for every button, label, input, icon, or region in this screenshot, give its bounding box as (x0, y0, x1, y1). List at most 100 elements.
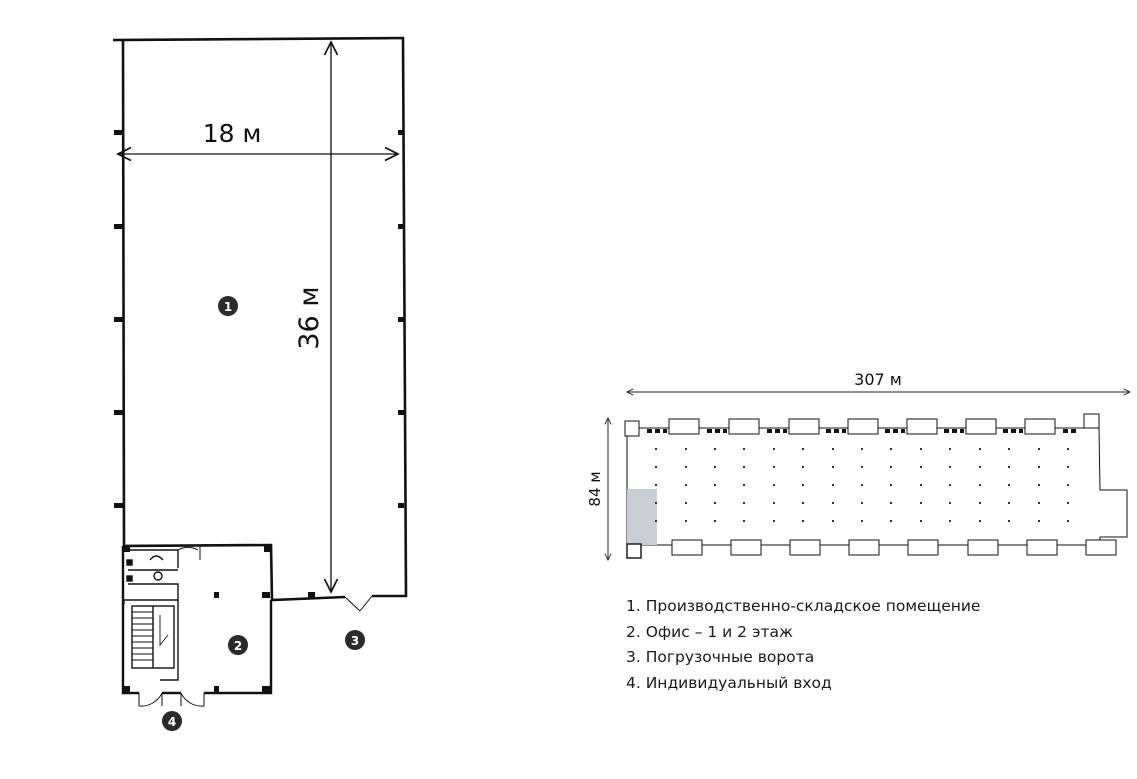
svg-text:1: 1 (224, 300, 232, 314)
bottom-gate (848, 539, 880, 556)
bottom-gate (671, 539, 703, 556)
warehouse-wall (112, 36, 408, 602)
column-dot (890, 502, 892, 504)
column-dot (685, 484, 687, 486)
top-post (715, 429, 720, 433)
column-dot (920, 466, 922, 468)
column-dot (1067, 484, 1069, 486)
column-dot (832, 448, 834, 450)
site-building-outline (626, 427, 1128, 546)
column-dot (714, 448, 716, 450)
column-dot (714, 502, 716, 504)
top-gate (906, 418, 938, 435)
column-dot (979, 448, 981, 450)
svg-text:3: 3 (351, 634, 359, 648)
legend-item-4: 4. Индивидуальный вход (626, 673, 832, 692)
top-gate (788, 418, 820, 435)
column-dot (861, 466, 863, 468)
top-post (893, 429, 898, 433)
marker-1: 1 (218, 296, 238, 316)
top-post (826, 429, 831, 433)
column-dot (1067, 502, 1069, 504)
marker-4: 4 (162, 711, 182, 731)
column-dot (802, 466, 804, 468)
site-width-label: 84 м (586, 471, 604, 506)
column-dot (1038, 502, 1040, 504)
column-dot (802, 502, 804, 504)
marker-3: 3 (345, 630, 365, 650)
legend-item-3: 3. Погрузочные ворота (626, 648, 815, 666)
length-dimension-label: 36 м (294, 286, 325, 349)
column-dot (890, 484, 892, 486)
column-dot (1067, 448, 1069, 450)
column-dot (743, 466, 745, 468)
column-dot (714, 484, 716, 486)
top-post (1071, 429, 1076, 433)
top-post (783, 429, 787, 433)
column-dot (743, 520, 745, 522)
legend-item-1: 1. Производственно-складское помещение (626, 597, 981, 615)
site-length-label: 307 м (854, 370, 902, 389)
bottom-gate (1026, 539, 1058, 556)
column-dot (949, 520, 951, 522)
column-dot (1008, 520, 1010, 522)
top-gate (847, 418, 879, 435)
column-dot (949, 466, 951, 468)
width-dimension-label: 18 м (203, 119, 262, 148)
top-post (842, 429, 846, 433)
column-dot (1038, 448, 1040, 450)
top-gate (668, 418, 700, 435)
column-dot (979, 484, 981, 486)
top-post (1019, 429, 1023, 433)
bottom-gate (1085, 539, 1117, 556)
column-dot (773, 520, 775, 522)
column-dot (979, 466, 981, 468)
top-gate (728, 418, 760, 435)
top-post (944, 429, 949, 433)
column-dot (1038, 484, 1040, 486)
site-top-gates (647, 418, 1076, 435)
column-dot (832, 466, 834, 468)
column-dot (861, 520, 863, 522)
column-dot (1038, 520, 1040, 522)
top-post (1003, 429, 1008, 433)
column-dot (655, 502, 657, 504)
office-outer-wall (121, 546, 273, 695)
top-post (1063, 429, 1068, 433)
column-dot (920, 448, 922, 450)
column-dot (832, 502, 834, 504)
loading-gate-swing (344, 595, 373, 612)
svg-text:2: 2 (234, 639, 242, 653)
column-dot (655, 466, 657, 468)
column-dot (714, 466, 716, 468)
column-dot (773, 484, 775, 486)
site-overview-plan: 307 м 84 м (586, 370, 1130, 560)
column-dot (685, 466, 687, 468)
column-dot (655, 484, 657, 486)
column-dot (714, 520, 716, 522)
column-dot (861, 502, 863, 504)
top-post (960, 429, 964, 433)
top-post (775, 429, 780, 433)
column-dot (655, 520, 657, 522)
column-dot (685, 448, 687, 450)
top-post (655, 429, 660, 433)
top-post (663, 429, 667, 433)
column-dot (832, 484, 834, 486)
column-dot (773, 448, 775, 450)
top-post (767, 429, 772, 433)
column-dot (890, 466, 892, 468)
column-dot (773, 466, 775, 468)
column-dot (685, 520, 687, 522)
marker-2: 2 (228, 635, 248, 655)
column-dot (832, 520, 834, 522)
top-post (647, 429, 652, 433)
top-post (885, 429, 890, 433)
column-dot (1008, 448, 1010, 450)
legend: 1. Производственно-складское помещение 2… (626, 594, 980, 696)
top-post (723, 429, 727, 433)
column-dot (861, 448, 863, 450)
top-post (707, 429, 712, 433)
column-dot (1067, 520, 1069, 522)
